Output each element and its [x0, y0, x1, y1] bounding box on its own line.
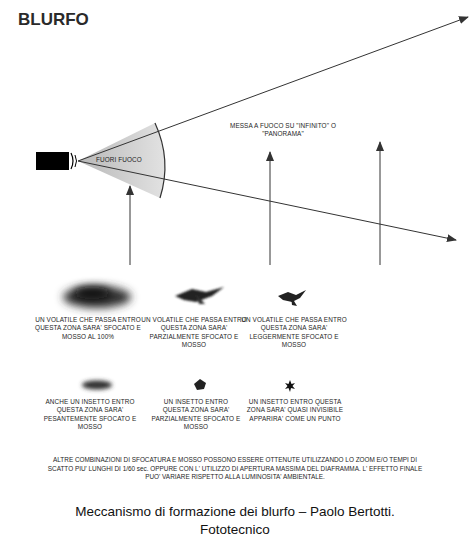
zone-arrow — [130, 186, 131, 265]
figure-caption: Meccanismo di formazione dei blurfo – Pa… — [60, 503, 410, 539]
view-line — [78, 17, 468, 161]
zone-arrow — [270, 152, 271, 265]
lens-mark — [75, 155, 77, 167]
lens-mark — [71, 153, 73, 169]
bird-note: UN VOLATILE CHE PASSA ENTRO QUESTA ZONA … — [140, 316, 248, 349]
focus-label: MESSA A FUOCO SU "INFINITO" O "PANORAMA" — [212, 122, 354, 139]
bird-note: UN VOLATILE CHE PASSA ENTRO QUESTA ZONA … — [240, 316, 348, 349]
blurred-insect — [82, 381, 112, 390]
view-line — [78, 161, 456, 240]
out-of-focus-zone — [78, 123, 165, 198]
bird-note: UN VOLATILE CHE PASSA ENTRO QUESTA ZONA … — [34, 316, 142, 341]
zone-label: FUORI FUOCO — [86, 156, 152, 164]
insect-note: UN INSETTO ENTRO QUESTA ZONA SARA' PARZI… — [150, 398, 242, 431]
blurred-insect — [194, 379, 206, 390]
focus-arc — [155, 123, 165, 198]
zone-arrow — [380, 142, 381, 265]
blurred-bird — [63, 286, 131, 308]
camera — [36, 152, 69, 170]
blurred-bird — [175, 287, 224, 304]
insect-note: ANCHE UN INSETTO ENTRO QUESTA ZONA SARA'… — [40, 398, 140, 431]
insect-note: UN INSETTO ENTRO QUESTA ZONA SARA' QUASI… — [246, 398, 344, 423]
insect-point — [285, 380, 295, 392]
diagram-title: BLURFO — [18, 10, 89, 30]
footnote: ALTRE COMBINAZIONI DI SFOCATURA E MOSSO … — [40, 456, 430, 482]
blurred-bird — [278, 290, 306, 306]
